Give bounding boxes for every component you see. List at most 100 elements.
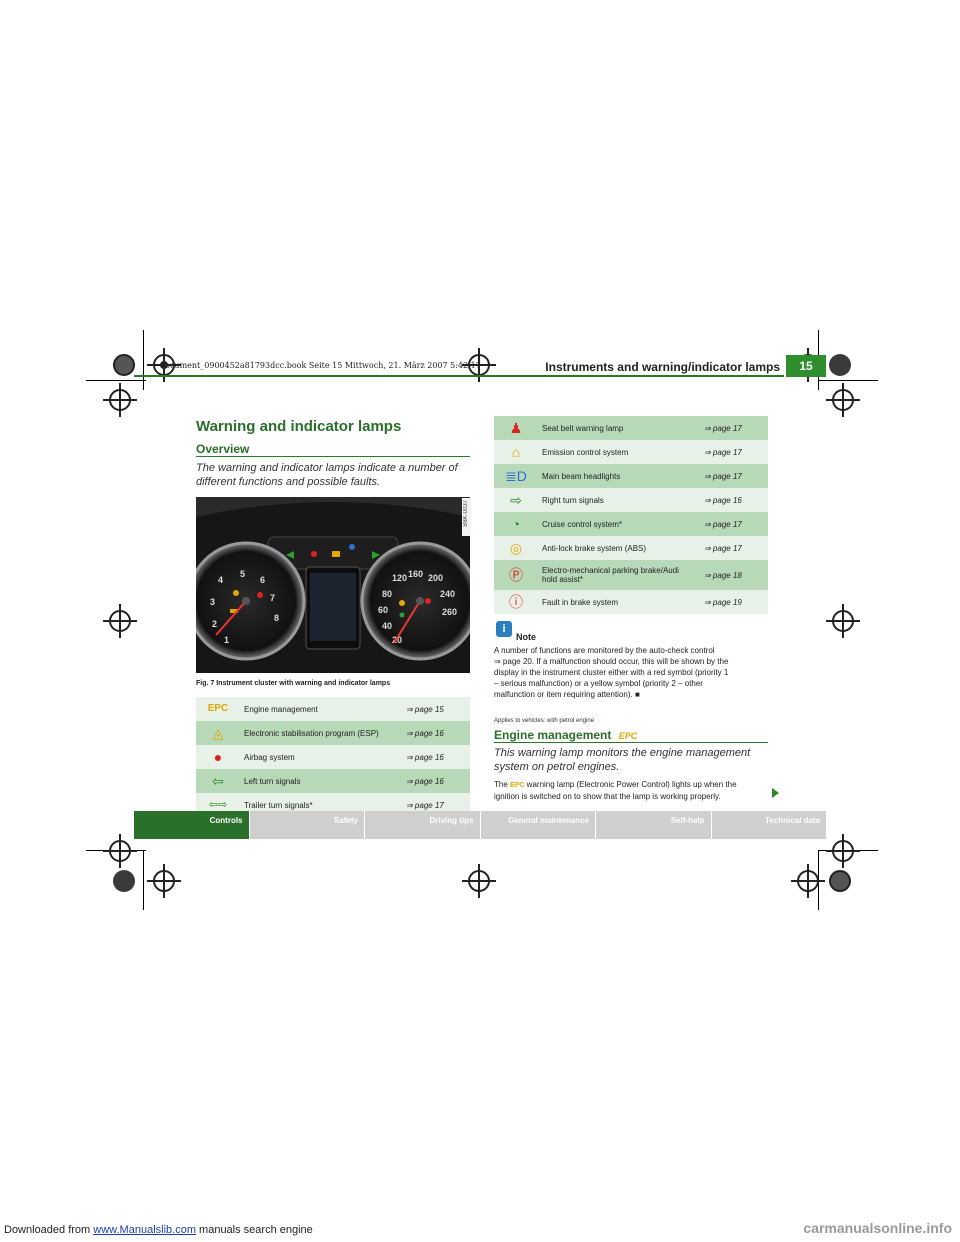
figure-code: B8K-0037 [463, 500, 469, 527]
registration-mark-icon [462, 864, 496, 898]
cruise-icon: ◔ [511, 516, 521, 532]
tab-technical-data[interactable]: Technical data [711, 811, 826, 839]
right-lamp-table: ♟ Seat belt warning lamp ⇒ page 17 ⌂ Emi… [494, 416, 768, 614]
note-line: – serious malfunction) or a yellow symbo… [494, 679, 703, 688]
subtitle-rule [196, 456, 470, 457]
engine-section-rule [494, 742, 768, 743]
registration-mark-icon [791, 864, 825, 898]
svg-text:120: 120 [392, 573, 407, 583]
note-title: Note [516, 632, 536, 642]
lamp-label: Electro-mechanical parking brake/Audi ho… [538, 560, 700, 590]
svg-text:40: 40 [382, 621, 392, 631]
crop-mark [143, 850, 144, 910]
registration-mark-icon [147, 864, 181, 898]
body-text: ignition is switched on to show that the… [494, 792, 721, 801]
table-row: ⌂ Emission control system ⇒ page 17 [494, 440, 768, 464]
svg-text:160: 160 [408, 569, 423, 579]
crop-mark [143, 330, 144, 390]
svg-text:5: 5 [240, 569, 245, 579]
note-line: display in the instrument cluster either… [494, 668, 729, 677]
note-line: ⇒ page 20. If a malfunction should occur… [494, 657, 729, 666]
lamp-label: Left turn signals [240, 769, 402, 793]
svg-text:200: 200 [428, 573, 443, 583]
svg-text:2: 2 [212, 619, 217, 629]
table-row: ⇨ Right turn signals ⇒ page 16 [494, 488, 768, 512]
svg-text:80: 80 [382, 589, 392, 599]
applies-line: Applies to vehicles: with petrol engine [494, 718, 595, 724]
page-ref: ⇒ page 16 [402, 769, 470, 793]
left-lamp-table: EPC Engine management ⇒ page 15 ◬ Electr… [196, 697, 470, 817]
svg-text:6: 6 [260, 575, 265, 585]
continue-arrow-icon [772, 788, 779, 798]
tab-controls[interactable]: Controls [134, 811, 250, 839]
engine-section-body: The EPC warning lamp (Electronic Power C… [494, 779, 770, 802]
svg-text:4: 4 [218, 575, 223, 585]
engine-section-title-text: Engine management [494, 728, 612, 742]
section-lead: The warning and indicator lamps indicate… [196, 462, 458, 488]
trailer-turn-icon: ⇦⇨ [208, 799, 228, 811]
page-number: 15 [799, 359, 813, 373]
engine-section-lead: This warning lamp monitors the engine ma… [494, 747, 751, 773]
registration-mark-icon [103, 834, 137, 868]
svg-text:1: 1 [224, 635, 229, 645]
page-ref: ⇒ page 17 [700, 416, 768, 440]
registration-mark-icon [103, 604, 137, 638]
epc-icon: EPC [510, 782, 525, 789]
figure-code-label [462, 498, 471, 536]
right-turn-icon: ⇨ [510, 492, 522, 508]
registration-mark-icon [826, 604, 860, 638]
tab-self-help[interactable]: Self-help [596, 811, 712, 839]
airbag-icon: ● [213, 749, 223, 765]
registration-mark-icon [103, 383, 137, 417]
chapter-tabs: Controls Safety Driving tips General mai… [134, 811, 826, 839]
lamp-label: Engine management [240, 697, 402, 721]
registration-mark-icon [826, 834, 860, 868]
svg-text:3: 3 [210, 597, 215, 607]
epc-icon: EPC [207, 703, 229, 714]
page-ref: ⇒ page 17 [700, 536, 768, 560]
svg-text:240: 240 [440, 589, 455, 599]
page-header-title: Instruments and warning/indicator lamps [545, 360, 780, 374]
table-row: ⓘ Fault in brake system ⇒ page 19 [494, 590, 768, 614]
esp-icon: ◬ [212, 725, 224, 741]
manualslib-link[interactable]: www.Manualslib.com [93, 1224, 196, 1236]
table-row: ◬ Electronic stabilisation program (ESP)… [196, 721, 470, 745]
lamp-label: Main beam headlights [538, 464, 700, 488]
svg-text:8: 8 [274, 613, 279, 623]
figure-caption: Fig. 7 Instrument cluster with warning a… [196, 680, 391, 687]
table-row: ◔ Cruise control system* ⇒ page 17 [494, 512, 768, 536]
note-line: A number of functions are monitored by t… [494, 646, 715, 655]
page-ref: ⇒ page 17 [700, 440, 768, 464]
lamp-label: Right turn signals [538, 488, 700, 512]
lamp-label: Electronic stabilisation program (ESP) [240, 721, 402, 745]
table-row: Ⓟ Electro-mechanical parking brake/Audi … [494, 560, 768, 590]
epc-icon: EPC [618, 731, 638, 741]
page-ref: ⇒ page 16 [402, 745, 470, 769]
file-stamp: document_0900452a81793dcc.book Seite 15 … [160, 361, 481, 370]
body-text: warning lamp (Electronic Power Control) … [526, 780, 737, 789]
page-ref: ⇒ page 16 [402, 721, 470, 745]
main-beam-icon: ≣D [505, 468, 527, 484]
page-ref: ⇒ page 19 [700, 590, 768, 614]
tab-safety[interactable]: Safety [249, 811, 365, 839]
download-prefix: Downloaded from [4, 1224, 94, 1236]
body-text: The [494, 780, 508, 789]
table-row: ● Airbag system ⇒ page 16 [196, 745, 470, 769]
table-row: ♟ Seat belt warning lamp ⇒ page 17 [494, 416, 768, 440]
section-subtitle: Overview [196, 442, 250, 456]
lamp-label: Emission control system [538, 440, 700, 464]
table-row: ≣D Main beam headlights ⇒ page 17 [494, 464, 768, 488]
note-body: A number of functions are monitored by t… [494, 645, 770, 700]
watermark: carmanualsonline.info [803, 1220, 952, 1236]
download-line: Downloaded from www.Manualslib.com manua… [4, 1224, 313, 1236]
tab-driving-tips[interactable]: Driving tips [365, 811, 481, 839]
download-suffix: manuals search engine [195, 1224, 313, 1236]
emission-icon: ⌂ [511, 444, 521, 460]
lamp-label: Anti-lock brake system (ABS) [538, 536, 700, 560]
table-row: EPC Engine management ⇒ page 15 [196, 697, 470, 721]
registration-dot-icon [829, 354, 851, 376]
tab-general-maintenance[interactable]: General maintenance [480, 811, 596, 839]
registration-dot-icon [113, 870, 135, 892]
registration-star-icon [113, 354, 135, 376]
